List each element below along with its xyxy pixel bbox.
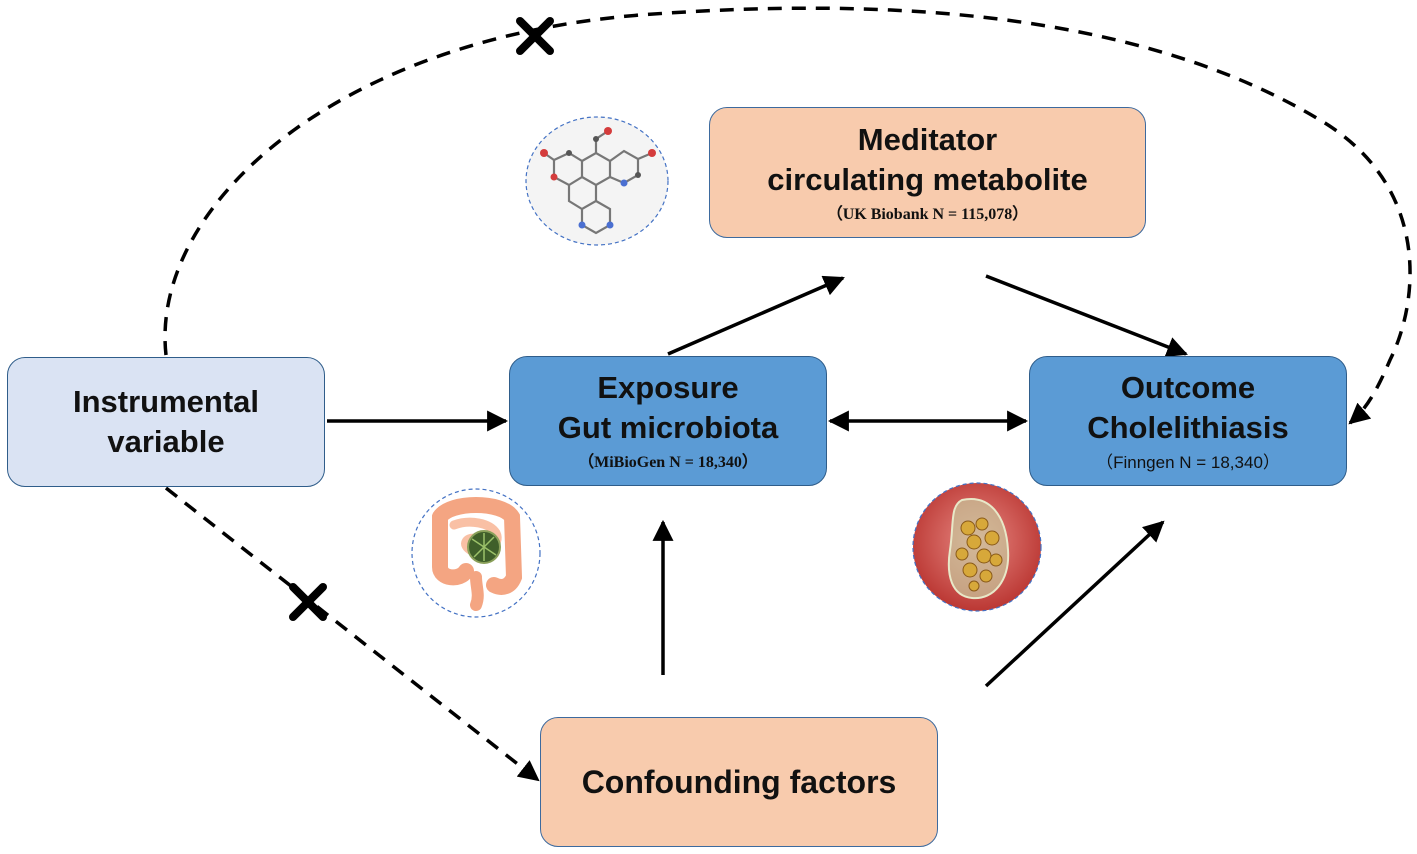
exposure-subtitle: Gut microbiota [557, 410, 779, 445]
metabolite-molecule-icon [525, 116, 669, 246]
dashed-path-instrument-to-confounding [164, 486, 540, 782]
instrumental-title: Instrumental [72, 384, 260, 419]
mediator-subtitle: circulating metabolite [767, 161, 1088, 197]
blocked-path-x-icon [289, 583, 327, 621]
arrow-confounding-to-outcome [984, 520, 1165, 688]
outcome-box: Outcome Cholelithiasis （Finngen N = 18,3… [1029, 356, 1347, 486]
intestine-icon [411, 488, 541, 618]
confounding-factors-box: Confounding factors [540, 717, 938, 847]
instrumental-variable-box: Instrumental variable [7, 357, 325, 487]
exposure-box: Exposure Gut microbiota （MiBioGen N = 18… [509, 356, 827, 486]
outcome-subtitle: Cholelithiasis [1087, 410, 1289, 445]
instrumental-subtitle: variable [107, 424, 225, 459]
confounding-title: Confounding factors [581, 764, 897, 800]
exposure-sample-size: （MiBioGen N = 18,340） [578, 454, 758, 471]
mediator-box: Meditator circulating metabolite （UK Bio… [709, 107, 1146, 238]
arrow-mediator-to-outcome [985, 274, 1188, 357]
mediator-sample-size: （UK Biobank N = 115,078） [826, 205, 1029, 223]
blocked-path-x-icon [516, 17, 554, 55]
arrow-exposure-to-mediator [667, 275, 845, 356]
outcome-title: Outcome [1120, 370, 1256, 405]
exposure-title: Exposure [597, 370, 739, 405]
gallstone-icon [912, 482, 1042, 612]
outcome-sample-size: （Finngen N = 18,340） [1096, 453, 1280, 472]
mediator-title: Meditator [857, 121, 998, 157]
